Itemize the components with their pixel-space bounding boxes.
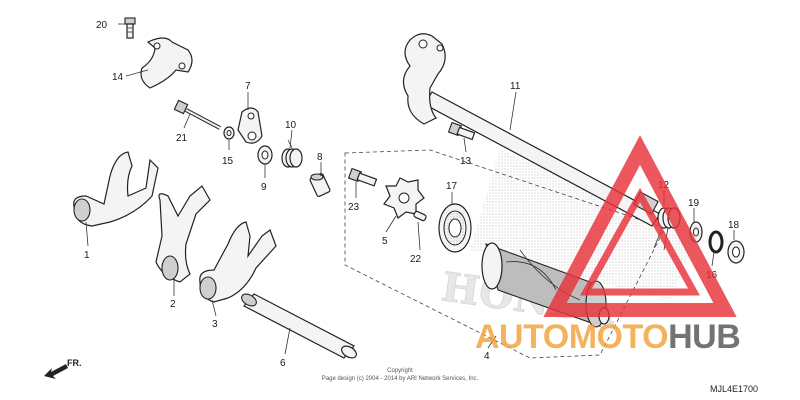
callout-10: 10 <box>285 120 297 131</box>
callout-17: 17 <box>446 181 458 192</box>
part-1-shift-fork <box>73 151 159 227</box>
callout-11: 11 <box>510 81 521 92</box>
callout-4: 4 <box>484 351 490 362</box>
part-13-bolt <box>447 121 476 141</box>
watermark-inner-triangle <box>580 187 700 296</box>
part-17-bearing <box>438 203 472 253</box>
callout-6: 6 <box>280 358 286 369</box>
part-5-shift-drum-center <box>383 177 425 219</box>
callout-23: 23 <box>348 202 360 213</box>
copyright-line-1: Copyright <box>387 368 413 374</box>
copyright-line-2: Page design (c) 2004 - 2014 by ARI Netwo… <box>322 376 479 382</box>
watermark-triangle <box>543 135 737 317</box>
part-3-shift-fork <box>199 221 277 303</box>
part-8-pin <box>309 173 331 197</box>
part-23-bolt <box>347 167 378 187</box>
front-direction-label: FR. <box>67 358 82 368</box>
callout-7: 7 <box>245 81 251 92</box>
callout-2: 2 <box>170 299 176 310</box>
front-direction-arrow: FR. <box>44 358 82 379</box>
part-2-shift-fork <box>155 185 211 283</box>
callout-3: 3 <box>212 319 218 330</box>
callout-14: 14 <box>112 72 124 83</box>
part-16-ring <box>708 230 724 254</box>
automotohub-watermark: AUTOMOTOHUB <box>475 135 741 356</box>
diagram-code: MJL4E1700 <box>710 384 758 394</box>
callout-18: 18 <box>728 220 740 231</box>
part-21-bolt <box>173 99 221 130</box>
callout-19: 19 <box>688 198 700 209</box>
callout-21: 21 <box>176 133 188 144</box>
part-22-dowel-pin <box>413 210 427 222</box>
callout-13: 13 <box>460 156 472 167</box>
callout-22: 22 <box>410 254 422 265</box>
callout-5: 5 <box>382 236 388 247</box>
part-6-fork-shaft <box>241 293 357 359</box>
callout-8: 8 <box>317 152 323 163</box>
part-20-bolt <box>124 17 136 39</box>
assembly-dashed-frame <box>344 149 666 359</box>
callout-15: 15 <box>222 156 234 167</box>
callout-1: 1 <box>84 250 90 261</box>
callout-9: 9 <box>261 182 267 193</box>
part-14-bracket <box>140 37 193 89</box>
part-10-spring <box>281 139 303 168</box>
callout-20: 20 <box>96 20 108 31</box>
watermark-text: AUTOMOTOHUB <box>475 318 740 356</box>
